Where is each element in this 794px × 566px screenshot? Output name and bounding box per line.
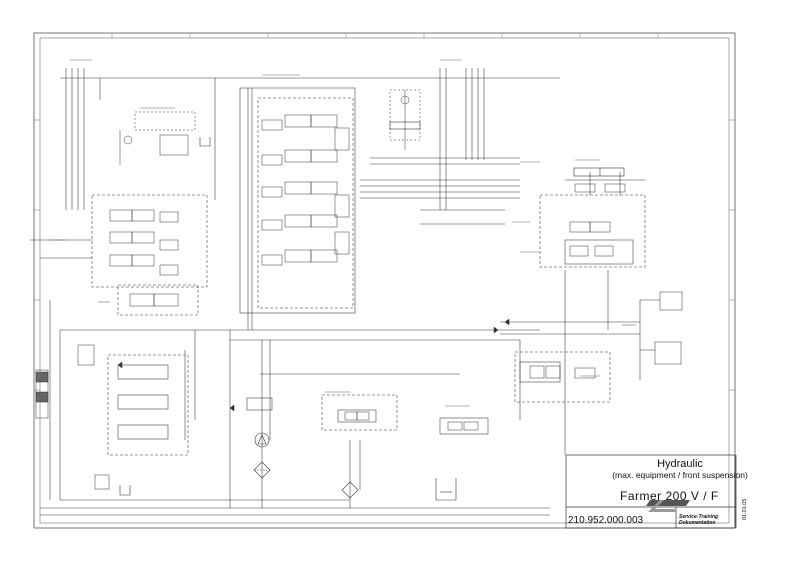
filter-icon <box>253 461 359 499</box>
drawing-number: 210.952.000.003 <box>568 515 644 526</box>
department-line-1: Service-Training <box>679 514 719 520</box>
department-line-2: Dokumentation <box>679 520 716 526</box>
drawing-frame <box>33 32 736 529</box>
drawing-date: 01.01.05 <box>742 498 748 520</box>
fendt-logo <box>646 500 690 512</box>
annotation-marks <box>50 59 636 407</box>
cylinder-icon <box>389 121 625 177</box>
pump-icon <box>254 432 270 448</box>
title-block <box>565 454 737 529</box>
model-designation: Farmer 200 V / F <box>620 489 719 503</box>
drawing-title: Hydraulic <box>657 458 703 470</box>
circuit-lines <box>30 68 646 516</box>
valve-icon <box>117 318 510 412</box>
revision-block <box>35 369 49 419</box>
valve-cells <box>109 114 626 431</box>
drawing-subtitle: (max. equipment / front suspension) <box>612 470 748 480</box>
accessory-components <box>77 89 683 490</box>
reservoir-icon <box>119 137 457 501</box>
